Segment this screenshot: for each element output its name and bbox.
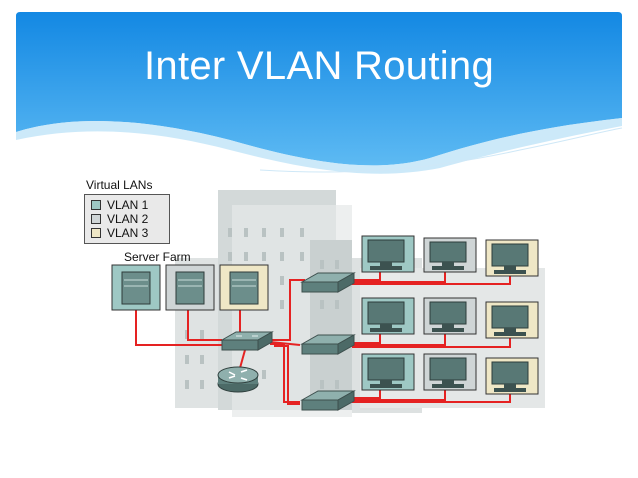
switch-icon: [300, 390, 356, 411]
workstation-icon: [361, 297, 415, 335]
network-links: [135, 268, 511, 405]
legend-item-vlan1: VLAN 1: [91, 198, 148, 212]
legend-title: Virtual LANs: [86, 178, 153, 192]
server-icon: [111, 264, 161, 311]
legend: VLAN 1 VLAN 2 VLAN 3: [84, 194, 170, 244]
workstation-icon: [361, 235, 415, 273]
banner-wave-graphic: [16, 12, 623, 174]
workstation-icon: [485, 239, 539, 277]
title-banner: [0, 0, 638, 180]
legend-item-vlan2: VLAN 2: [91, 212, 148, 226]
slide-title: Inter VLAN Routing: [143, 44, 495, 88]
server-icon: [165, 264, 215, 311]
server-icon: [219, 264, 269, 311]
legend-label: VLAN 3: [107, 226, 149, 240]
workstation-icon: [361, 353, 415, 391]
legend-swatch: [91, 227, 101, 238]
legend-swatch: [91, 213, 101, 224]
workstation-icon: [423, 353, 477, 391]
workstation-icon: [423, 237, 477, 273]
legend-swatch: [91, 199, 101, 210]
server-farm-label: Server Farm: [124, 250, 191, 264]
workstation-icon: [485, 301, 539, 339]
switch-icon: [220, 331, 274, 351]
legend-label: VLAN 1: [107, 198, 149, 212]
workstation-icon: [485, 357, 539, 395]
router-icon: [217, 366, 259, 393]
workstation-icon: [423, 297, 477, 335]
legend-label: VLAN 2: [107, 212, 149, 226]
switch-icon: [300, 334, 356, 355]
switch-icon: [300, 272, 356, 293]
legend-item-vlan3: VLAN 3: [91, 226, 148, 240]
